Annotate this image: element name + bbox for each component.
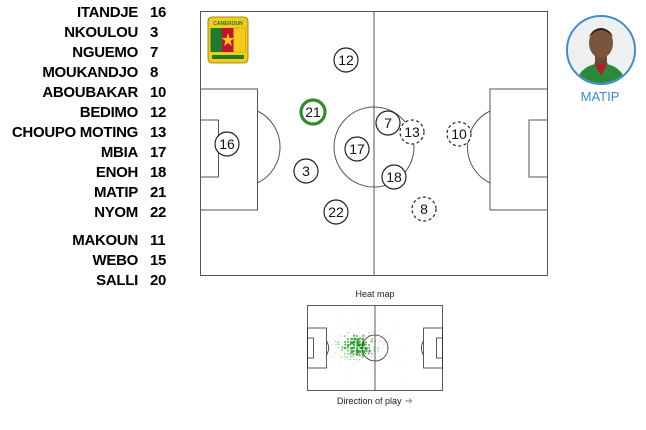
player-marker-18[interactable]: 18 xyxy=(381,164,407,190)
player-number: 18 xyxy=(150,164,167,181)
starter-row[interactable]: ABOUBAKAR 10 xyxy=(0,84,176,104)
player-marker-17[interactable]: 17 xyxy=(344,136,370,162)
player-name: ENOH xyxy=(95,164,138,181)
starter-row[interactable]: MOUKANDJO 8 xyxy=(0,64,176,84)
substitute-row[interactable]: SALLI 20 xyxy=(0,272,176,292)
heatmap-left-goal-box xyxy=(307,337,314,359)
player-name: SALLI xyxy=(96,272,138,289)
player-portrait-icon xyxy=(566,15,636,85)
player-number: 21 xyxy=(150,184,167,201)
player-name: CHOUPO MOTING xyxy=(11,124,138,141)
direction-label: Direction of play xyxy=(337,396,402,406)
starter-row[interactable]: ITANDJE 16 xyxy=(0,4,176,24)
heatmap-pitch-lines xyxy=(307,305,443,391)
player-marker-8[interactable]: 8 xyxy=(411,196,437,222)
player-marker-13[interactable]: 13 xyxy=(399,119,425,145)
player-name: NYOM xyxy=(94,204,138,221)
left-penalty-arc xyxy=(257,110,281,184)
player-number: 17 xyxy=(150,144,167,161)
player-marker-number: 18 xyxy=(386,169,402,185)
player-name: MOUKANDJO xyxy=(42,64,138,81)
player-number: 8 xyxy=(150,64,159,81)
player-marker-16[interactable]: 16 xyxy=(214,131,240,157)
player-number: 20 xyxy=(150,272,167,289)
player-number: 13 xyxy=(150,124,167,141)
player-marker-number: 3 xyxy=(302,163,310,179)
player-number: 11 xyxy=(150,232,166,249)
player-number: 10 xyxy=(150,84,167,101)
player-number: 22 xyxy=(150,204,167,221)
team-badge-icon: CAMEROUN xyxy=(207,16,249,64)
heatmap-pitch xyxy=(307,305,443,391)
substitute-row[interactable]: WEBO 15 xyxy=(0,252,176,272)
starter-row[interactable]: NGUEMO 7 xyxy=(0,44,176,64)
heatmap-left-box xyxy=(307,327,327,369)
heatmap-right-box xyxy=(423,327,443,369)
player-name: ABOUBAKAR xyxy=(42,84,138,101)
heatmap-title: Heat map xyxy=(355,289,395,299)
player-name: MAKOUN xyxy=(72,232,138,249)
player-number: 12 xyxy=(150,104,167,121)
arrow-right-icon: ➔ xyxy=(404,396,413,407)
starter-row[interactable]: MBIA 17 xyxy=(0,144,176,164)
direction-of-play: Direction of play➔ xyxy=(300,396,450,407)
player-marker-number: 10 xyxy=(451,126,467,142)
player-marker-number: 8 xyxy=(420,201,428,217)
starter-row[interactable]: NKOULOU 3 xyxy=(0,24,176,44)
player-number: 7 xyxy=(150,44,159,61)
heatmap-right-arc xyxy=(421,340,424,356)
player-marker-10[interactable]: 10 xyxy=(446,121,472,147)
substitute-row[interactable]: MAKOUN 11 xyxy=(0,232,176,252)
player-marker-12[interactable]: 12 xyxy=(333,47,359,73)
starter-row[interactable]: BEDIMO 12 xyxy=(0,104,176,124)
player-marker-number: 12 xyxy=(338,52,354,68)
player-marker-3[interactable]: 3 xyxy=(293,158,319,184)
player-marker-number: 22 xyxy=(328,204,344,220)
starter-row[interactable]: MATIP 21 xyxy=(0,184,176,204)
player-marker-number: 13 xyxy=(404,124,420,140)
selected-player-name: MATIP xyxy=(580,89,620,104)
player-marker-21[interactable]: 21 xyxy=(299,98,327,126)
heatmap-left-arc xyxy=(326,340,329,356)
formation-pitch: CAMEROUN 16 12 21 3 17 22 7 18 13 10 8 xyxy=(200,11,548,276)
center-circle xyxy=(333,106,415,188)
player-marker-22[interactable]: 22 xyxy=(323,199,349,225)
player-number: 15 xyxy=(150,252,167,269)
right-penalty-arc xyxy=(467,110,491,184)
player-marker-number: 7 xyxy=(384,115,392,131)
player-marker-number: 16 xyxy=(219,136,235,152)
heatmap-right-goal-box xyxy=(436,337,443,359)
player-marker-7[interactable]: 7 xyxy=(375,110,401,136)
right-goal-box xyxy=(528,119,548,178)
starter-row[interactable]: ENOH 18 xyxy=(0,164,176,184)
heatmap-center-circle xyxy=(361,334,389,362)
player-name: NGUEMO xyxy=(72,44,138,61)
player-name: WEBO xyxy=(92,252,139,269)
starter-row[interactable]: NYOM 22 xyxy=(0,204,176,224)
badge-text: CAMEROUN xyxy=(213,21,243,27)
player-marker-number: 21 xyxy=(305,104,321,120)
starter-row[interactable]: CHOUPO MOTING 13 xyxy=(0,124,176,144)
player-name: MATIP xyxy=(93,184,138,201)
player-number: 16 xyxy=(150,4,167,21)
player-number: 3 xyxy=(150,24,159,41)
player-name: MBIA xyxy=(100,144,138,161)
pitch-lines xyxy=(200,11,548,276)
player-name: NKOULOU xyxy=(64,24,138,41)
player-marker-number: 17 xyxy=(349,141,365,157)
right-penalty-box xyxy=(489,88,548,211)
player-name: BEDIMO xyxy=(79,104,139,121)
player-name: ITANDJE xyxy=(77,4,138,21)
